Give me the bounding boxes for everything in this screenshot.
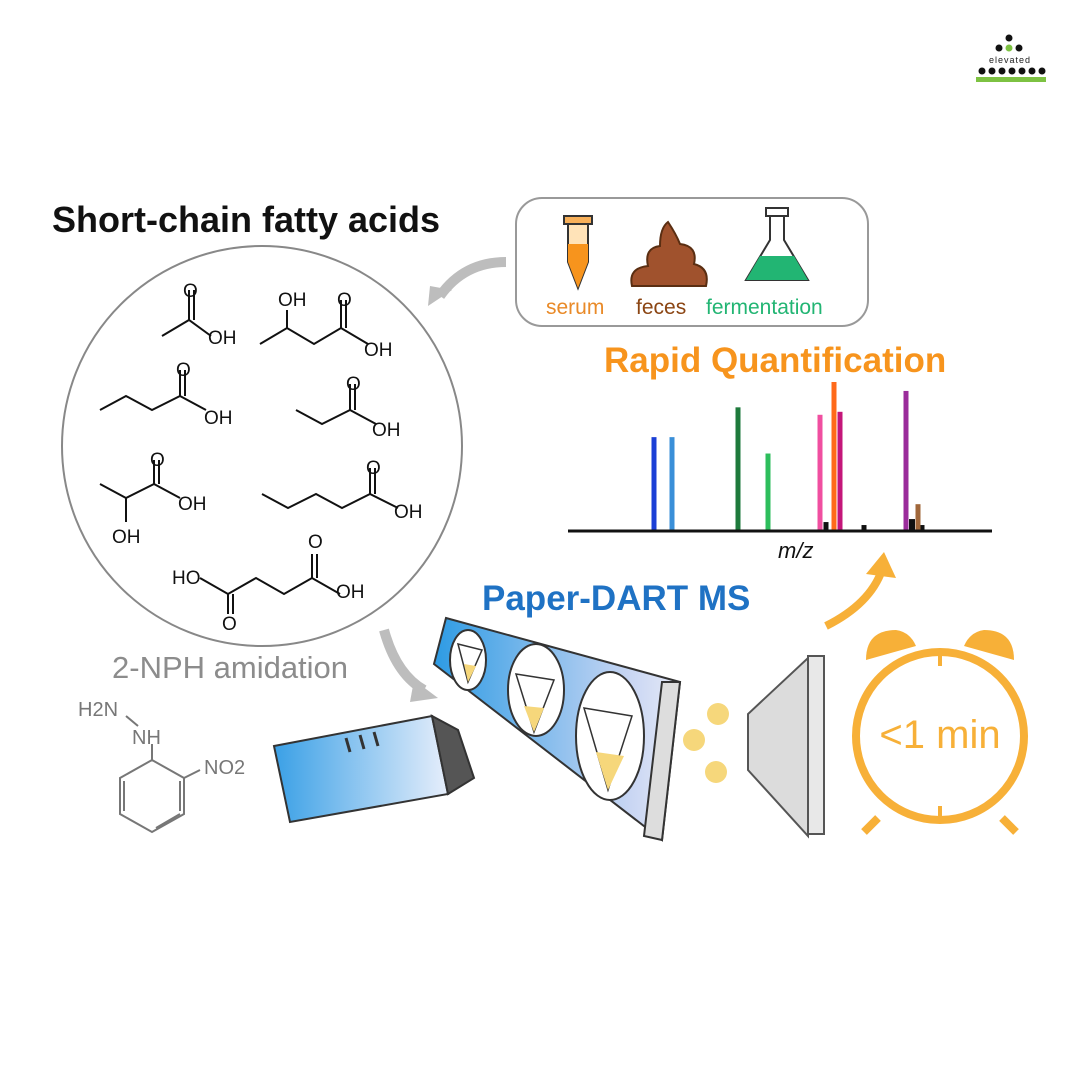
orange-arrowhead bbox=[866, 552, 896, 578]
dispenser-tip-icon bbox=[272, 714, 476, 824]
h2n-label: H2N bbox=[78, 699, 118, 721]
feces-icon bbox=[630, 220, 708, 287]
analyte-dots bbox=[683, 703, 729, 783]
gray-arrowhead-2 bbox=[410, 680, 438, 702]
atom-label: OH bbox=[112, 527, 141, 548]
paper-strip bbox=[432, 616, 682, 842]
nph-structure bbox=[119, 715, 201, 834]
atom-label: OH bbox=[278, 290, 307, 311]
spectrum-peak bbox=[837, 411, 843, 531]
mz-axis-label: m/z bbox=[778, 538, 813, 563]
spectrum-peak bbox=[669, 437, 675, 531]
atom-label: OH bbox=[178, 494, 207, 515]
atom-label: O bbox=[366, 458, 381, 479]
serum-tube-icon bbox=[563, 215, 593, 291]
alarm-clock-icon bbox=[852, 630, 1028, 835]
spectrum-peak bbox=[823, 522, 829, 531]
atom-label: O bbox=[346, 374, 361, 395]
amidation-label: 2-NPH amidation bbox=[112, 650, 348, 685]
atom-label: HO bbox=[172, 568, 201, 589]
atom-label: OH bbox=[204, 408, 233, 429]
spectrum-peak bbox=[915, 504, 921, 531]
atom-label: O bbox=[183, 281, 198, 302]
molecule-atom-labels: O OH OH O OH O OH O OH O OH OH O OH HO O… bbox=[112, 281, 423, 635]
atom-label: O bbox=[150, 450, 165, 471]
orange-arrow bbox=[824, 568, 886, 630]
no2-label: NO2 bbox=[204, 757, 245, 779]
ms-inlet-icon bbox=[747, 655, 825, 839]
mass-spectrum bbox=[568, 382, 992, 533]
atom-label: OH bbox=[208, 328, 237, 349]
heading-short-chain-fatty-acids: Short-chain fatty acids bbox=[52, 199, 440, 240]
spectrum-peak bbox=[919, 525, 925, 531]
timer-label: <1 min bbox=[879, 713, 1000, 757]
atom-label: OH bbox=[394, 502, 423, 523]
gray-arrow-2 bbox=[379, 628, 427, 695]
spectrum-peak bbox=[903, 390, 909, 531]
fermentation-label: fermentation bbox=[706, 296, 823, 319]
spectrum-peak bbox=[831, 382, 837, 531]
spectrum-peak bbox=[817, 414, 823, 531]
gray-arrowhead-1 bbox=[428, 286, 452, 306]
molecule-circle bbox=[61, 245, 463, 647]
spectrum-peak bbox=[861, 525, 867, 531]
spectrum-peak bbox=[651, 437, 657, 531]
atom-label: OH bbox=[336, 582, 365, 603]
fermentation-flask-icon bbox=[744, 207, 810, 281]
atom-label: O bbox=[308, 532, 323, 553]
atom-label: OH bbox=[372, 420, 401, 441]
rapid-quantification-title: Rapid Quantification bbox=[604, 341, 946, 380]
feces-label: feces bbox=[636, 296, 686, 319]
nh-label: NH bbox=[132, 727, 161, 749]
atom-label: O bbox=[222, 614, 237, 635]
elevated-logo: elevated bbox=[976, 34, 1046, 82]
spectrum-peak bbox=[765, 453, 771, 531]
atom-label: O bbox=[176, 360, 191, 381]
paper-dart-ms-label: Paper-DART MS bbox=[482, 579, 750, 618]
spectrum-peak bbox=[735, 407, 741, 531]
logo-text: elevated bbox=[989, 55, 1031, 65]
molecules bbox=[99, 290, 399, 614]
spectrum-peak bbox=[909, 519, 915, 531]
atom-label: OH bbox=[364, 340, 393, 361]
atom-label: O bbox=[337, 290, 352, 311]
serum-label: serum bbox=[546, 296, 604, 319]
